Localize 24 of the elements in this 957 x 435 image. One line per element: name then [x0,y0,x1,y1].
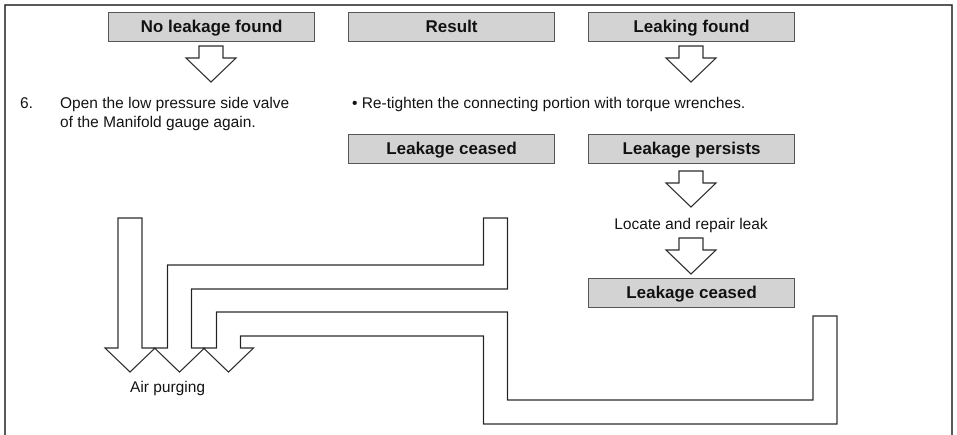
step-number: 6. [20,94,33,113]
step-box [588,12,795,42]
block-arrow [184,45,238,83]
step-label: No leakage found [140,17,282,37]
block-arrow [202,311,838,425]
step-label: Leakage persists [622,139,760,159]
block-arrow [664,237,718,275]
instruction-text: • Re-tighten the connecting portion with torque wrenches. [352,95,746,112]
step-box [108,12,315,42]
step-label: Result [426,17,478,37]
step-box [348,12,555,42]
step-label: Leakage ceased [626,283,757,303]
instruction-text: Locate and repair leak [614,216,768,233]
instruction-text: Air purging [130,379,205,396]
step-box [588,134,795,164]
instruction-text: Open the low pressure side valve of the Manifold gauge again. [60,94,290,132]
block-arrow [104,217,156,373]
block-arrow [664,170,718,208]
step-label: Leaking found [633,17,750,37]
block-arrow [664,45,718,83]
step-box [588,278,795,308]
block-arrow [153,217,508,373]
step-label: Leakage ceased [386,139,517,159]
step-box [348,134,555,164]
